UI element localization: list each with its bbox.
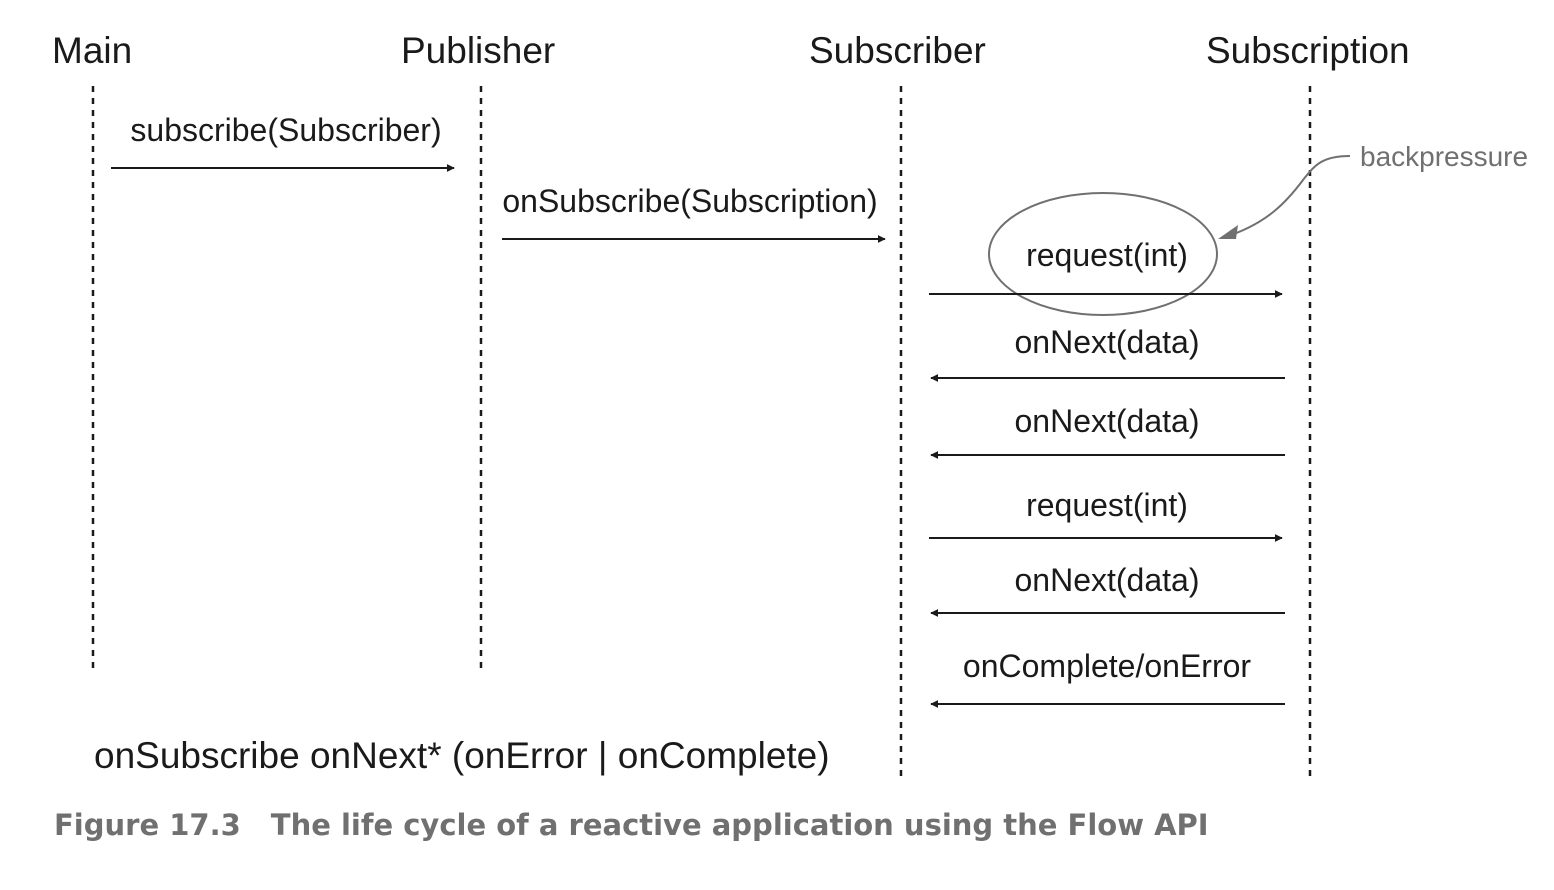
message-request-1-label: request(int) bbox=[1026, 237, 1188, 273]
message-on-complete-error-label: onComplete/onError bbox=[963, 648, 1251, 684]
protocol-grammar: onSubscribe onNext* (onError | onComplet… bbox=[94, 735, 830, 776]
figure-number: Figure 17.3 bbox=[54, 808, 241, 842]
participant-main: Main bbox=[52, 30, 132, 71]
backpressure-highlight-ellipse bbox=[988, 192, 1218, 316]
message-subscribe-label: subscribe(Subscriber) bbox=[130, 112, 441, 148]
backpressure-pointer-arrowhead bbox=[1218, 225, 1238, 239]
participant-publisher: Publisher bbox=[401, 30, 555, 71]
participant-subscriber: Subscriber bbox=[809, 30, 986, 71]
message-on-next-3-label: onNext(data) bbox=[1015, 562, 1200, 598]
participant-subscription: Subscription bbox=[1206, 30, 1410, 71]
message-request-2-label: request(int) bbox=[1026, 487, 1188, 523]
figure-caption-text: The life cycle of a reactive application… bbox=[270, 808, 1209, 842]
message-on-subscribe-label: onSubscribe(Subscription) bbox=[502, 183, 877, 219]
message-on-next-1-label: onNext(data) bbox=[1015, 324, 1200, 360]
message-on-next-2-label: onNext(data) bbox=[1015, 403, 1200, 439]
backpressure-annotation: backpressure bbox=[1360, 141, 1528, 172]
backpressure-pointer-curve bbox=[1221, 155, 1351, 239]
figure-caption: Figure 17.3 The life cycle of a reactive … bbox=[54, 808, 1209, 842]
